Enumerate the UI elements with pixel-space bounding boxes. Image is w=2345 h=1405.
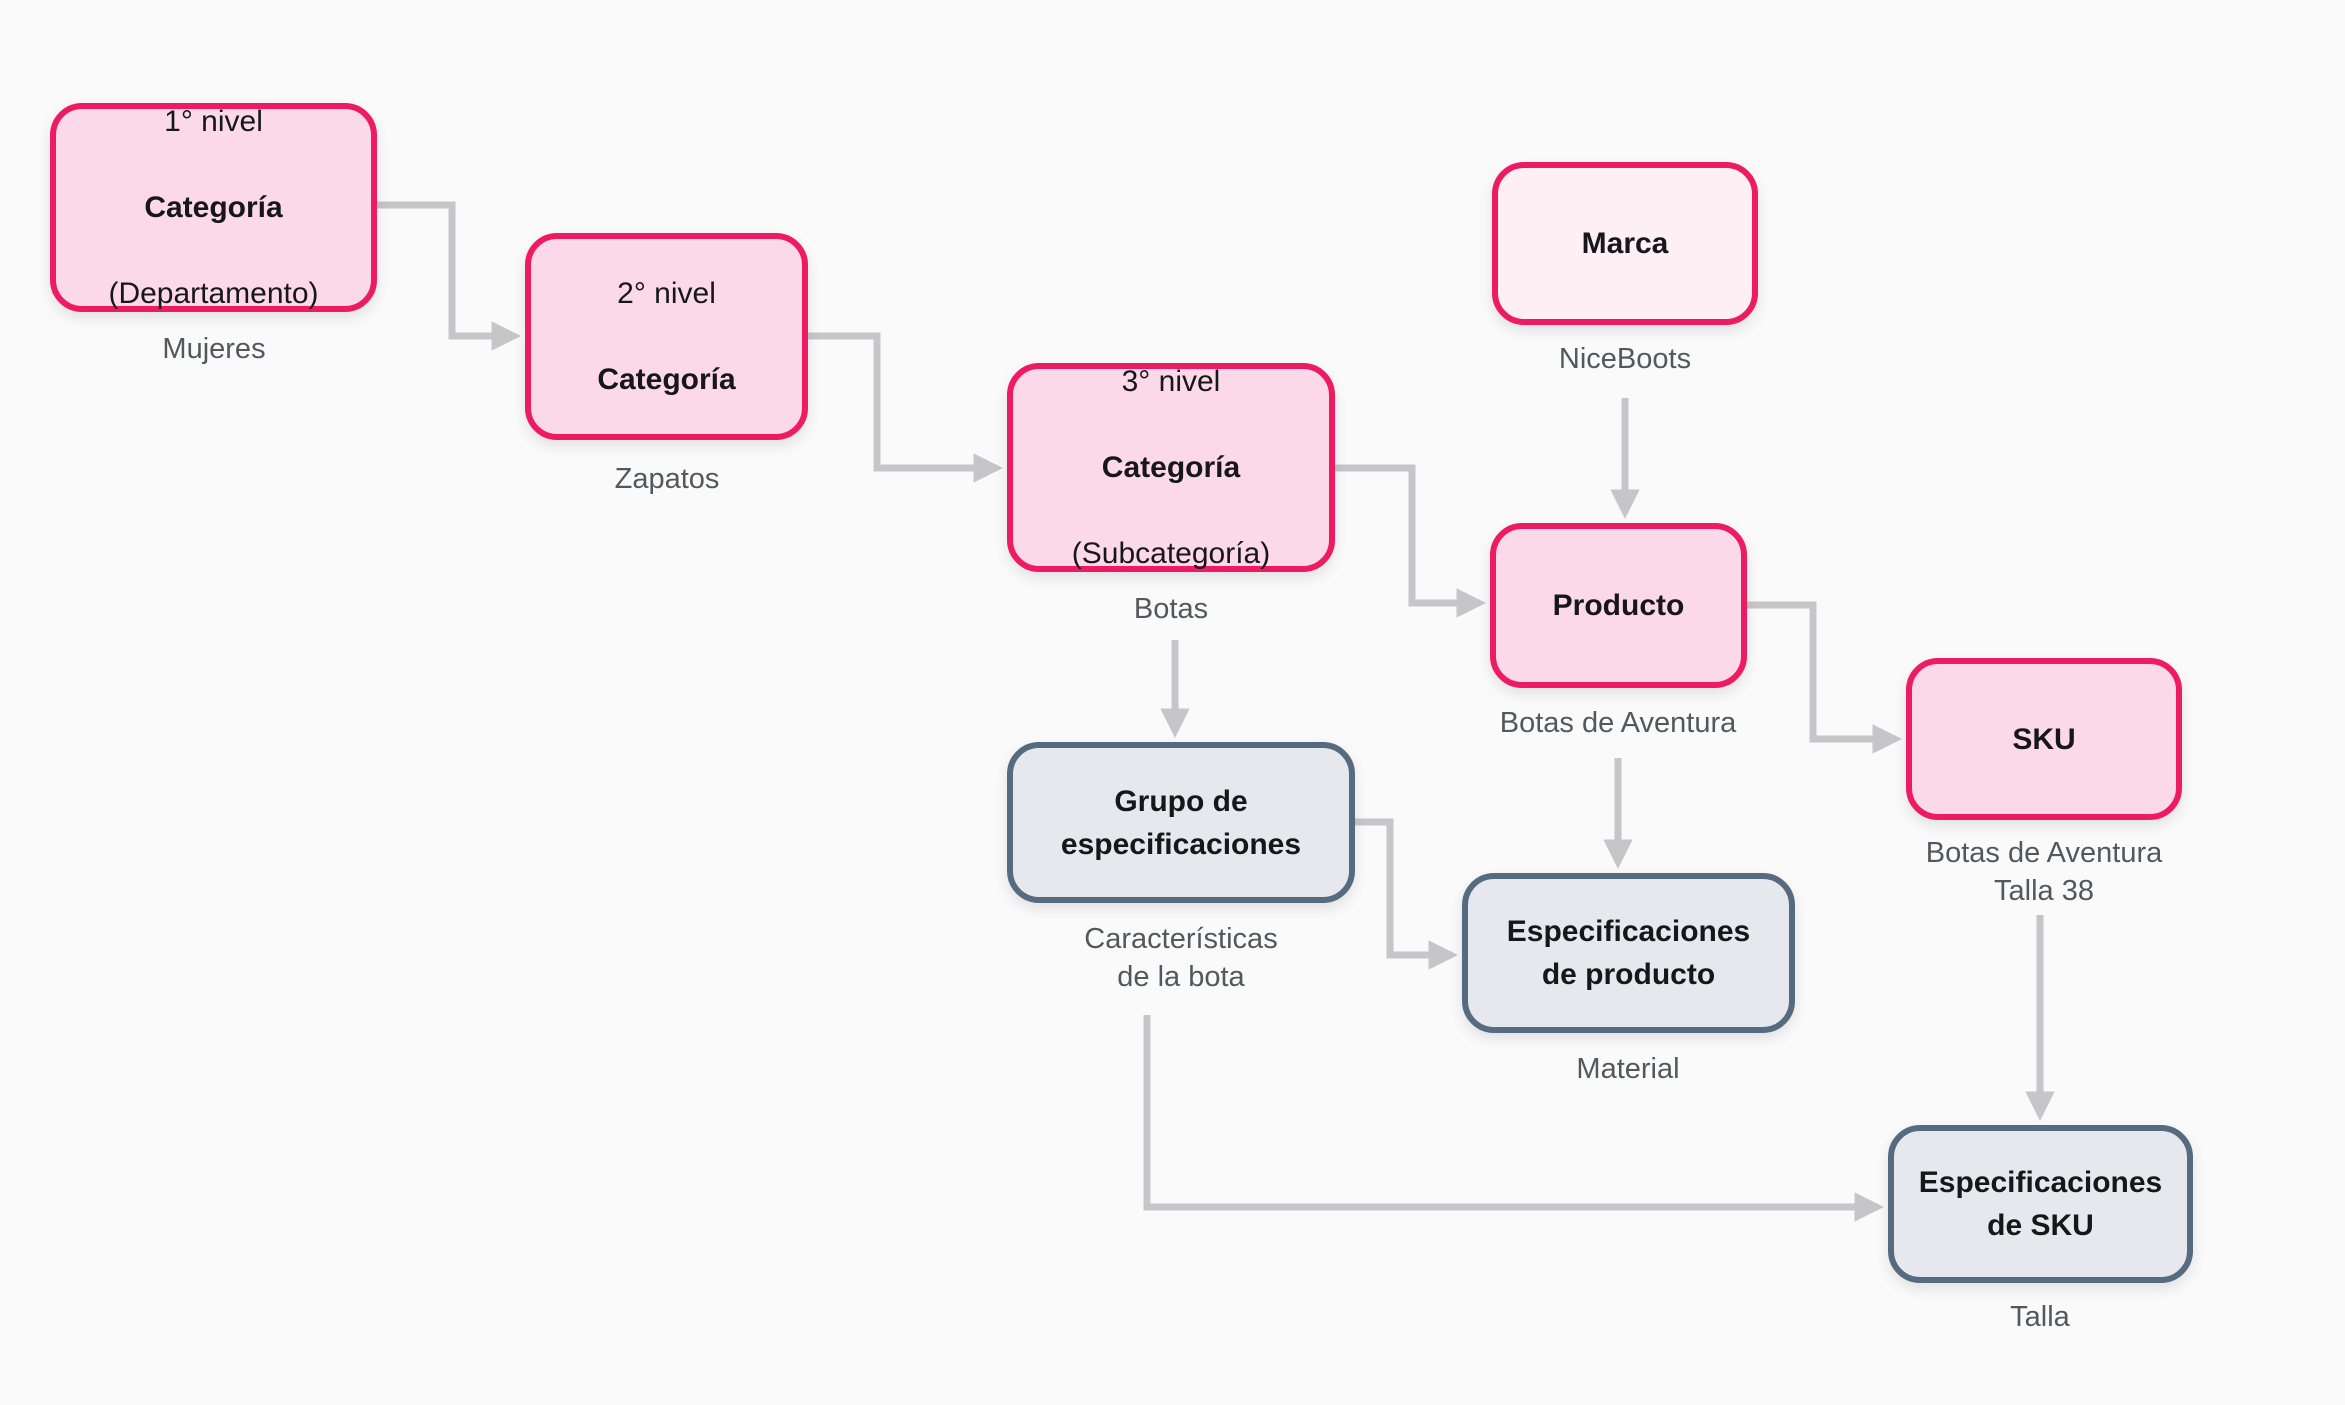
node-esp-sku-caption: Talla (2010, 1301, 2070, 1333)
node-nivel3-title: 3° nivel Categoría (Subcategoría) (1072, 317, 1270, 618)
node-grupo-line-main: Grupo de especificaciones (1060, 784, 1302, 861)
node-esp-producto-title: Especificaciones de producto (1507, 867, 1750, 1039)
node-nivel1-line-main: Categoría (144, 191, 283, 224)
node-nivel1-caption: Mujeres (162, 333, 266, 365)
node-nivel3-line-post: (Subcategoría) (1071, 537, 1271, 570)
node-marca: Marca (1492, 162, 1758, 325)
node-nivel3-categoria: 3° nivel Categoría (Subcategoría) (1007, 363, 1335, 572)
node-esp-sku-title: Especificaciones de SKU (1919, 1118, 2162, 1290)
node-sku-title: SKU (2012, 675, 2075, 804)
node-grupo-especificaciones: Grupo de especificaciones (1007, 742, 1355, 903)
node-nivel2-caption: Zapatos (614, 463, 720, 495)
node-nivel1-line-post: (Departamento) (108, 277, 319, 310)
edge-nivel2-to-nivel3 (808, 332, 1003, 483)
edge-nivel1-to-nivel2 (377, 201, 521, 351)
edge-grupo-to-esp-sku (1143, 1015, 1884, 1222)
node-grupo-caption: Características de la bota (1084, 923, 1278, 993)
node-nivel3-line-main: Categoría (1101, 451, 1241, 484)
node-producto-line-main: Producto (1552, 589, 1685, 622)
node-marca-caption: NiceBoots (1558, 343, 1692, 375)
node-grupo-title: Grupo de especificaciones (1061, 737, 1301, 909)
node-nivel2-title: 2° nivel Categoría (597, 229, 735, 444)
edge-producto-to-sku (1747, 601, 1902, 754)
node-especificaciones-producto: Especificaciones de producto (1462, 873, 1795, 1033)
node-marca-line-main: Marca (1581, 227, 1669, 260)
node-marca-title: Marca (1582, 179, 1669, 308)
node-nivel1-line-pre: 1° nivel (164, 105, 263, 138)
node-producto-caption: Botas de Aventura (1499, 707, 1737, 739)
node-nivel2-line-pre: 2° nivel (617, 277, 716, 310)
node-esp-producto-line-main: Especificaciones de producto (1506, 915, 1751, 991)
node-producto-title: Producto (1553, 541, 1685, 670)
node-nivel2-categoria: 2° nivel Categoría (525, 233, 808, 440)
node-nivel3-line-pre: 3° nivel (1121, 365, 1221, 398)
edge-grupo-to-esp-producto (1355, 818, 1458, 970)
node-producto: Producto (1490, 523, 1747, 688)
node-especificaciones-sku: Especificaciones de SKU (1888, 1125, 2193, 1283)
node-sku-caption: Botas de Aventura Talla 38 (1925, 837, 2163, 907)
node-nivel1-title: 1° nivel Categoría (Departamento) (108, 57, 318, 358)
node-nivel3-caption: Botas (1133, 593, 1209, 625)
node-sku-line-main: SKU (2012, 722, 2076, 756)
node-nivel1-categoria: 1° nivel Categoría (Departamento) (50, 103, 377, 312)
edge-nivel3-to-producto (1335, 464, 1486, 618)
node-sku: SKU (1906, 658, 2182, 820)
node-esp-producto-caption: Material (1576, 1053, 1680, 1085)
node-esp-sku-line-main: Especificaciones de SKU (1918, 1166, 2163, 1242)
node-nivel2-line-main: Categoría (597, 363, 736, 396)
